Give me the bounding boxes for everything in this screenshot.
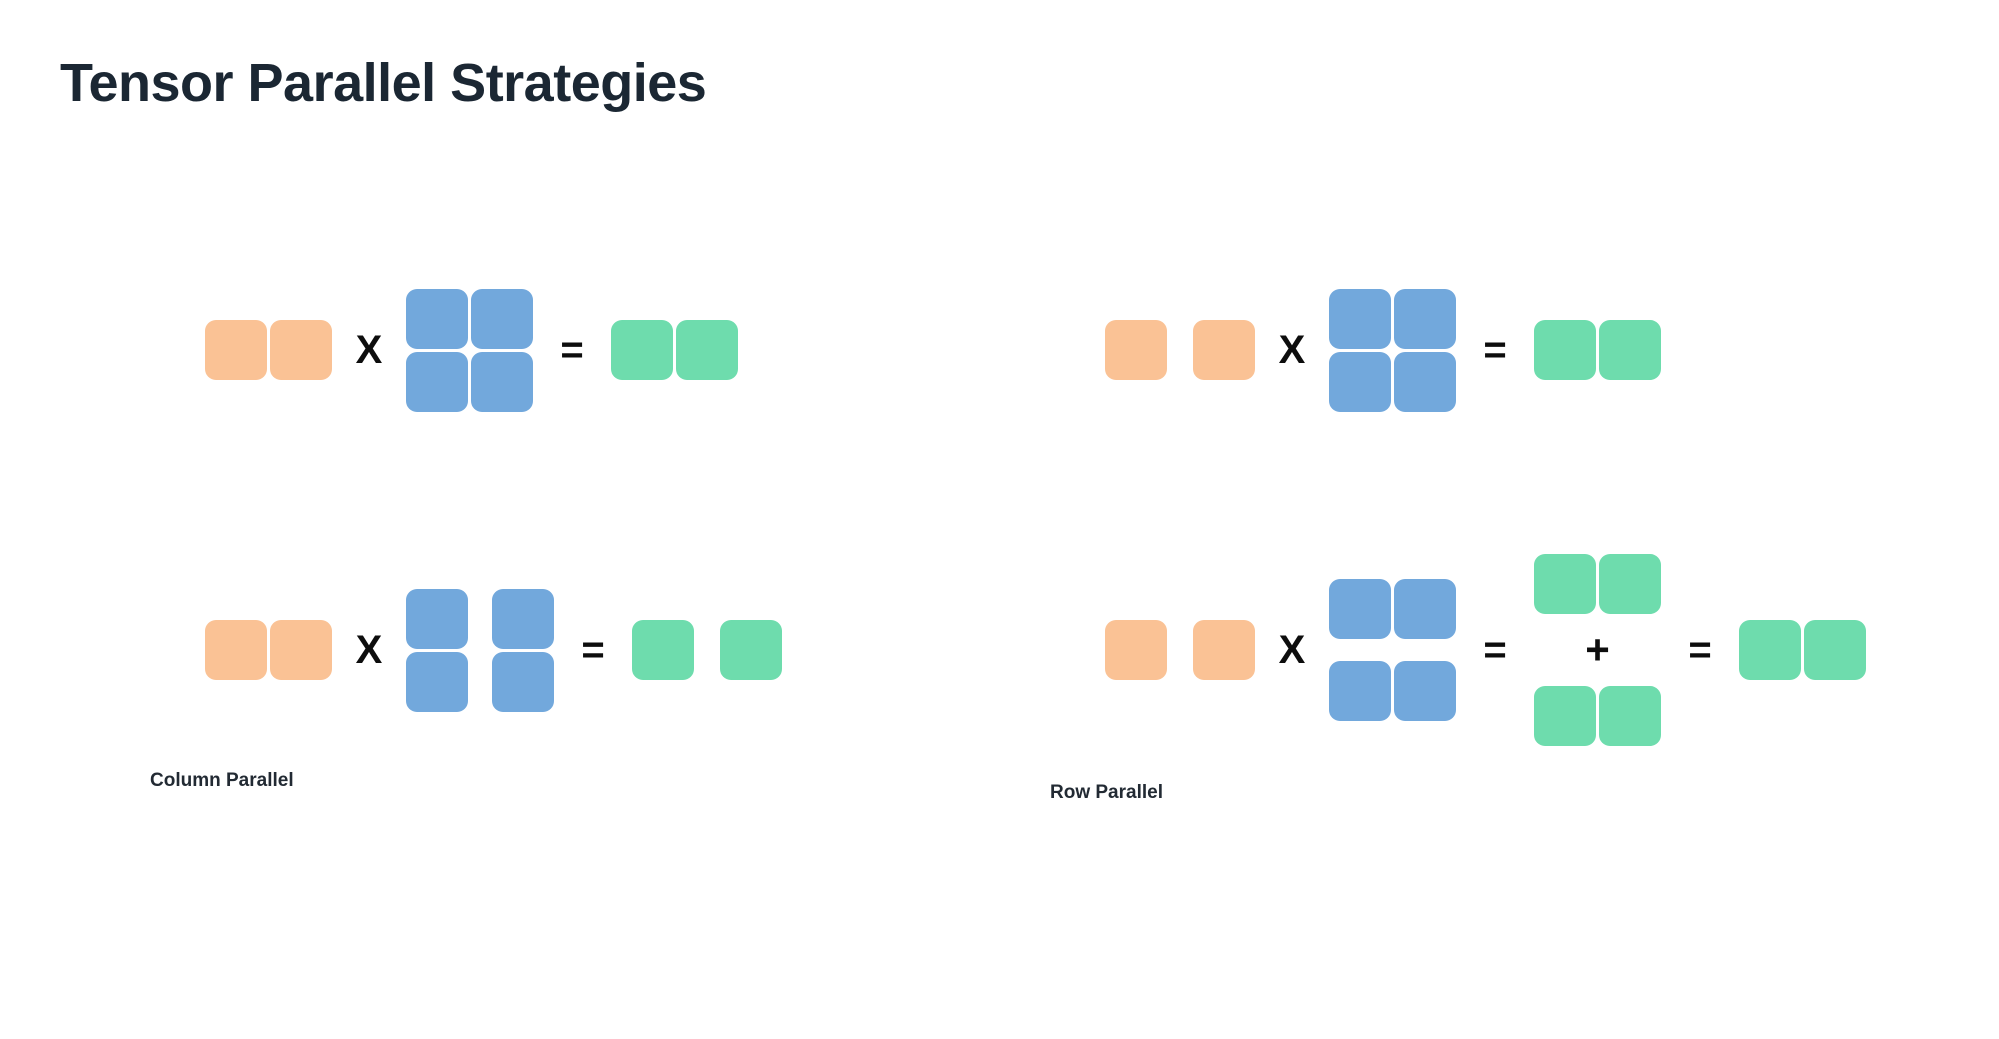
matrix-output-green (611, 320, 738, 380)
matrix-cell (406, 351, 468, 412)
layout-spacer (1050, 650, 1105, 651)
matrix-partial-sum-green (1534, 554, 1661, 614)
layout-spacer (150, 350, 205, 351)
matrix-cell (1105, 320, 1167, 380)
equation-row-parallel-unsharded: X = (1050, 270, 1661, 430)
caption-column-parallel: Column Parallel (150, 770, 294, 791)
multiply-operator: X (1278, 628, 1306, 672)
equals-operator: = (560, 328, 584, 372)
matrix-cell (676, 320, 738, 380)
matrix-cell (1394, 661, 1456, 721)
matrix-input-orange (205, 620, 332, 680)
matrix-cell (611, 320, 673, 380)
matrix-output-green-column-sharded (632, 620, 782, 680)
matrix-cell (1534, 554, 1596, 614)
matrix-cell (471, 288, 533, 349)
matrix-cell (1599, 320, 1661, 380)
matrix-cell (492, 651, 554, 712)
equals-operator: = (1483, 328, 1507, 372)
matrix-cell (1394, 288, 1456, 349)
matrix-cell (270, 320, 332, 380)
multiply-operator: X (355, 628, 383, 672)
matrix-partial-sum-green (1534, 686, 1661, 746)
matrix-cell (632, 620, 694, 680)
matrix-weight-blue (1329, 288, 1456, 412)
matrix-cell (270, 620, 332, 680)
panel-column-parallel: X = X (150, 270, 950, 910)
plus-operator: + (1585, 626, 1610, 673)
matrix-input-orange (1105, 620, 1255, 680)
equals-operator-final: = (1688, 628, 1712, 672)
matrix-cell (492, 588, 554, 649)
matrix-cell (1193, 620, 1255, 680)
matrix-output-green-reduced (1739, 620, 1866, 680)
matrix-cell (1739, 620, 1801, 680)
matrix-cell (1534, 686, 1596, 746)
matrix-weight-blue-column-sharded (406, 588, 554, 712)
matrix-cell (720, 620, 782, 680)
matrix-cell (1394, 351, 1456, 412)
equation-column-parallel-sharded: X = (150, 560, 782, 740)
caption-row-parallel: Row Parallel (1050, 782, 1163, 803)
matrix-cell (406, 588, 468, 649)
partial-sum-group: + (1534, 554, 1661, 746)
panel-row-parallel: X = X (1050, 270, 1950, 910)
matrix-input-orange (1105, 320, 1255, 380)
layout-spacer (150, 650, 205, 651)
matrix-cell (1599, 686, 1661, 746)
matrix-cell (1329, 288, 1391, 349)
matrix-cell (1329, 661, 1391, 721)
matrix-cell (471, 351, 533, 412)
matrix-cell (1394, 579, 1456, 639)
equation-row-parallel-sharded: X = + = (1050, 554, 1866, 746)
multiply-operator: X (1278, 328, 1306, 372)
matrix-cell (1105, 620, 1167, 680)
matrix-weight-blue-row-sharded (1329, 579, 1456, 721)
matrix-cell (406, 288, 468, 349)
equals-operator: = (1483, 628, 1507, 672)
page-title: Tensor Parallel Strategies (60, 53, 707, 113)
matrix-input-orange (205, 320, 332, 380)
matrix-cell (1804, 620, 1866, 680)
matrix-cell (205, 320, 267, 380)
layout-spacer (1050, 350, 1105, 351)
matrix-cell (1329, 351, 1391, 412)
matrix-output-green (1534, 320, 1661, 380)
matrix-cell (406, 651, 468, 712)
multiply-operator: X (355, 328, 383, 372)
equation-column-parallel-unsharded: X = (150, 270, 738, 430)
matrix-weight-blue (406, 288, 533, 412)
matrix-cell (205, 620, 267, 680)
matrix-cell (1599, 554, 1661, 614)
matrix-cell (1193, 320, 1255, 380)
equals-operator: = (581, 628, 605, 672)
matrix-cell (1534, 320, 1596, 380)
matrix-cell (1329, 579, 1391, 639)
